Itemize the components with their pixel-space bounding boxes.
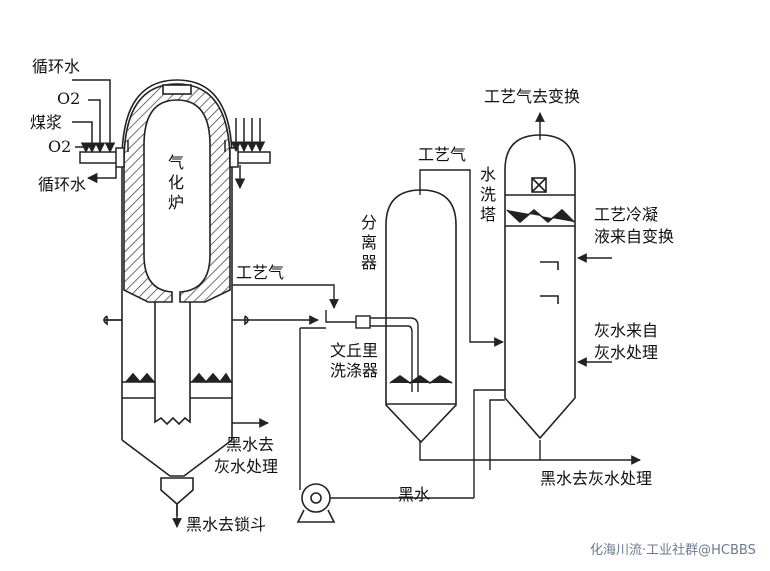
top-nozzle — [162, 84, 192, 95]
watermark: 化海川流·工业社群@HCBBS — [590, 542, 756, 558]
gasifier-shell — [121, 79, 233, 440]
o2-top-label: O2 — [57, 89, 80, 108]
separator-label-2: 离 — [361, 233, 377, 252]
lockhopper-valve — [160, 477, 194, 506]
gasifier-feed-header — [72, 79, 271, 190]
separator — [385, 189, 457, 444]
circulating-water-in-label: 循环水 — [32, 57, 80, 76]
dip-tube — [154, 302, 191, 426]
venturi-label-1: 文丘里 — [330, 341, 378, 360]
blackwater-pump-label: 黑水 — [398, 485, 430, 504]
blackwater-right-label: 黑水去灰水处理 — [540, 469, 652, 488]
blackwater-pump — [296, 483, 336, 523]
greywater-label-1: 灰水来自 — [594, 321, 658, 340]
gasifier-label-3: 炉 — [168, 193, 184, 212]
greywater-label-2: 灰水处理 — [594, 343, 658, 362]
process-gas-to-shift-label: 工艺气去变换 — [484, 87, 580, 106]
coal-slurry-label: 煤浆 — [30, 113, 62, 132]
right-nozzle — [232, 315, 249, 326]
wash-tower-label-2: 洗 — [480, 185, 496, 204]
quench-grid — [122, 381, 232, 399]
blackwater-mid-label-1: 黑水去 — [226, 435, 274, 454]
condensate-label-2: 液来自变换 — [594, 227, 674, 246]
gasifier-label-1: 气 — [168, 153, 184, 172]
separator-label-1: 分 — [361, 213, 377, 232]
venturi-scrubber — [325, 310, 356, 323]
tower-packing — [506, 208, 575, 224]
blackwater-lockhopper-label: 黑水去锁斗 — [186, 515, 266, 534]
blackwater-line — [473, 389, 505, 498]
wash-tower-label-3: 塔 — [480, 205, 496, 224]
process-gas-label-1: 工艺气 — [236, 263, 284, 282]
circulating-water-out-label: 循环水 — [38, 175, 86, 194]
condensate-label-1: 工艺冷凝 — [594, 205, 658, 224]
wash-tower-label-1: 水 — [480, 165, 496, 184]
labels: 循环水 O2 煤浆 O2 循环水 气 化 炉 工艺气 工艺气 工艺气去变换 分 … — [30, 57, 756, 558]
gasifier-label-2: 化 — [168, 173, 184, 192]
o2-bottom-label: O2 — [48, 137, 71, 156]
wash-tower — [504, 134, 576, 440]
piping — [104, 112, 641, 528]
separator-gas-line — [419, 169, 504, 347]
process-gas-line — [232, 284, 339, 309]
demister — [531, 177, 547, 193]
process-gas-label-2: 工艺气 — [418, 145, 466, 164]
venturi-label-2: 洗涤器 — [330, 361, 378, 380]
gasifier-cone — [121, 439, 233, 477]
separator-label-3: 器 — [361, 253, 377, 272]
refractory-lining — [123, 83, 231, 303]
blackwater-mid-label-2: 灰水处理 — [214, 457, 278, 476]
